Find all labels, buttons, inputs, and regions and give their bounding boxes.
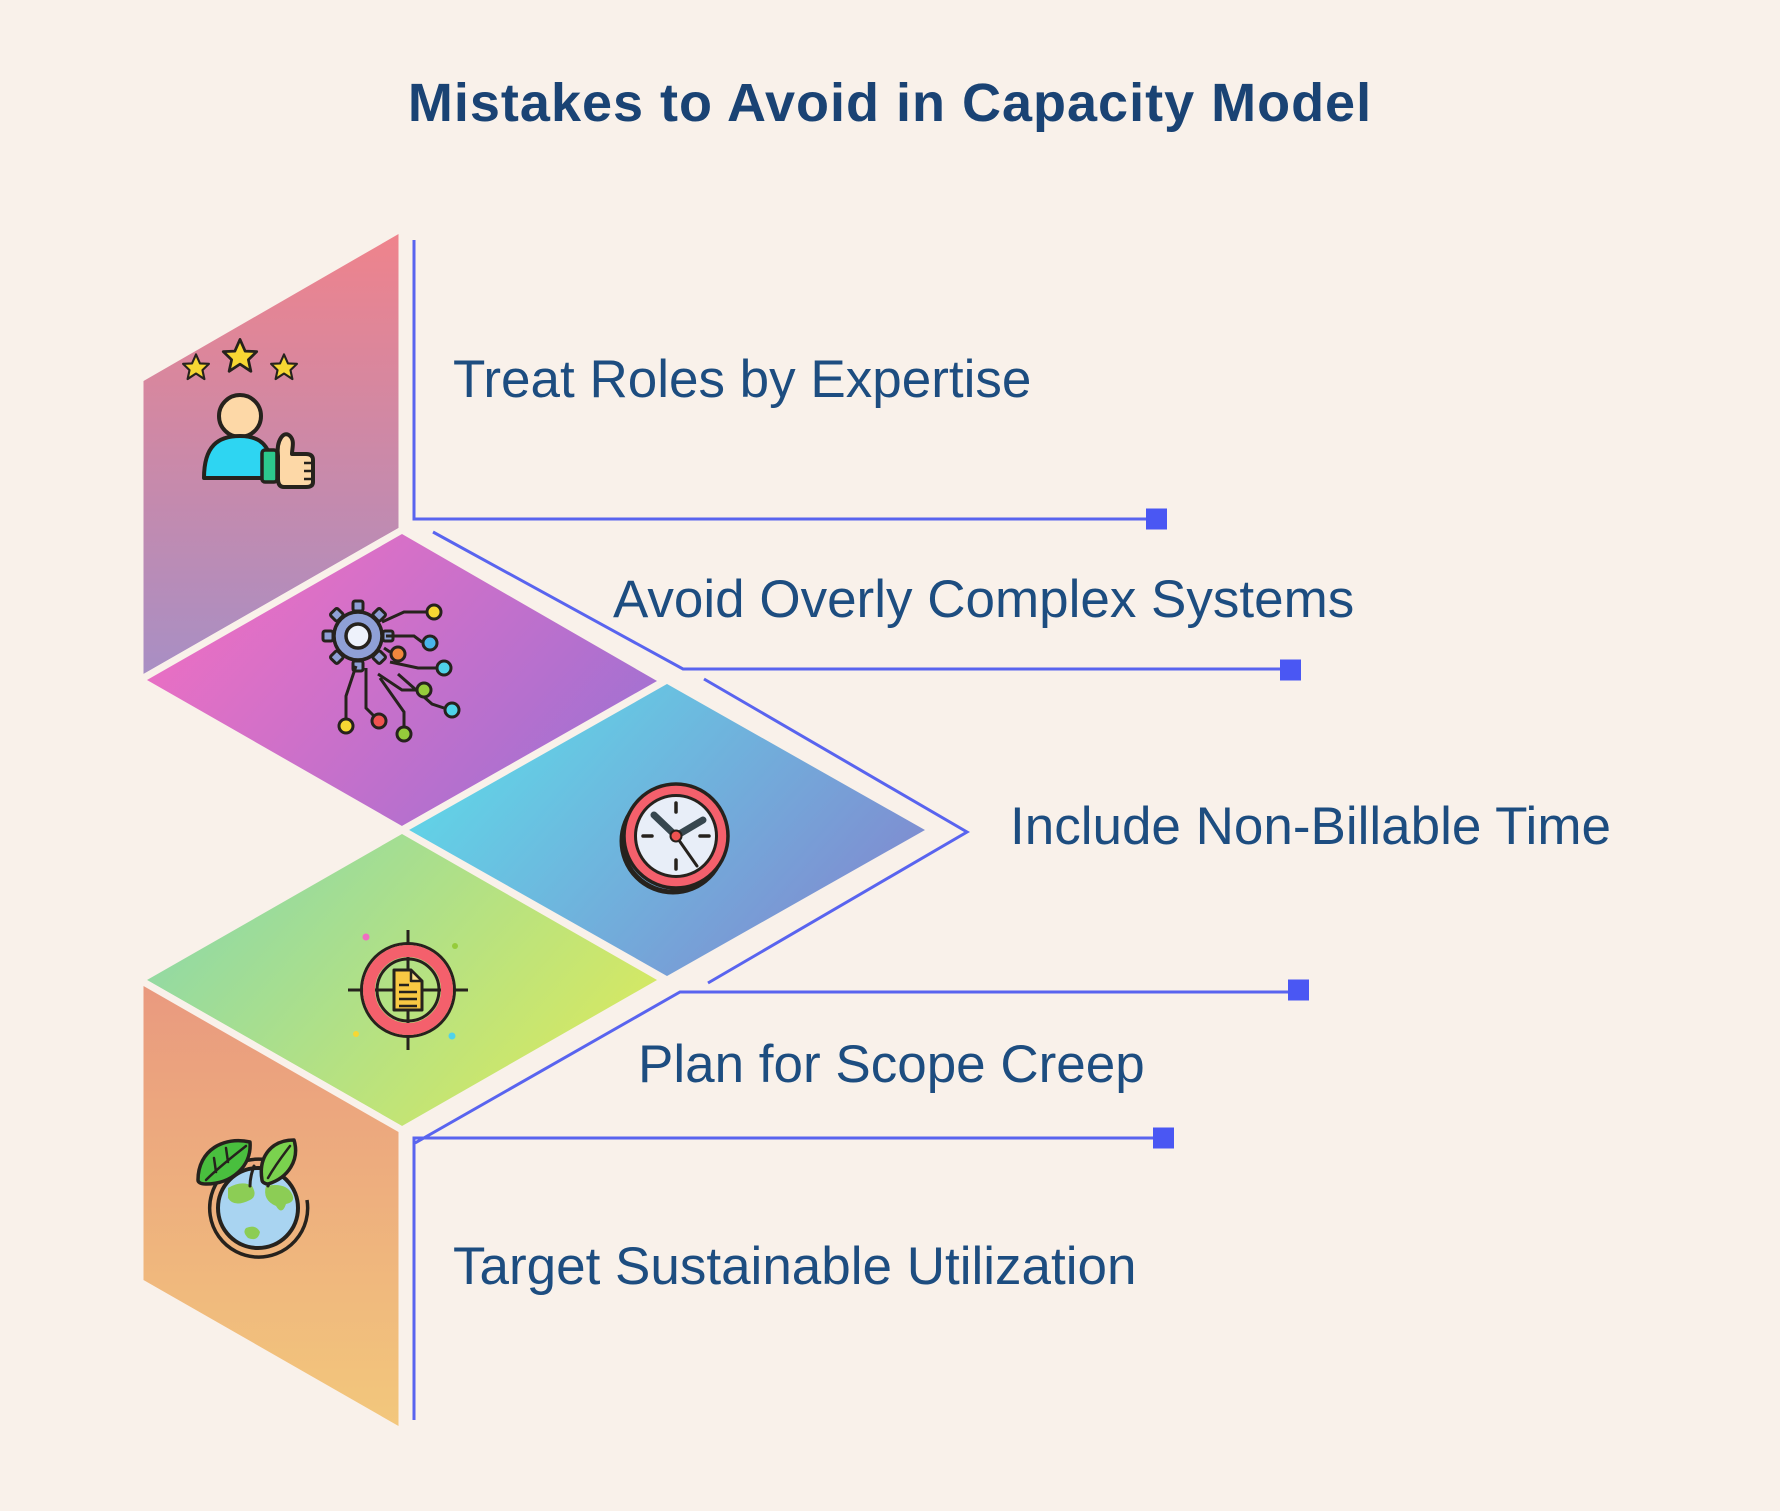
item-label-3: Include Non-Billable Time: [1010, 797, 1611, 856]
connector-3: [703, 677, 970, 985]
connector-endpoint-square-4: [1288, 979, 1309, 1001]
item-label-5: Target Sustainable Utilization: [453, 1237, 1137, 1296]
connector-4: [414, 979, 1309, 1145]
earth-leaves-icon: [196, 1138, 310, 1259]
gear-circuit-icon: [321, 599, 461, 743]
item-label-2: Avoid Overly Complex Systems: [613, 570, 1355, 629]
page-title: Mistakes to Avoid in Capacity Model: [407, 73, 1373, 133]
connector-2: [432, 530, 1301, 681]
connector-1: [412, 240, 1167, 530]
target-document-icon: [348, 930, 468, 1050]
connector-endpoint-square-1: [1146, 508, 1167, 530]
clock-icon: [619, 782, 730, 895]
item-label-1: Treat Roles by Expertise: [453, 350, 1032, 409]
connector-endpoint-square-5: [1153, 1127, 1174, 1149]
connector-endpoint-square-2: [1280, 659, 1301, 681]
rating-person-thumbs-up-icon: [182, 338, 315, 489]
item-label-4: Plan for Scope Creep: [638, 1035, 1145, 1094]
connector-5: [412, 1127, 1174, 1420]
